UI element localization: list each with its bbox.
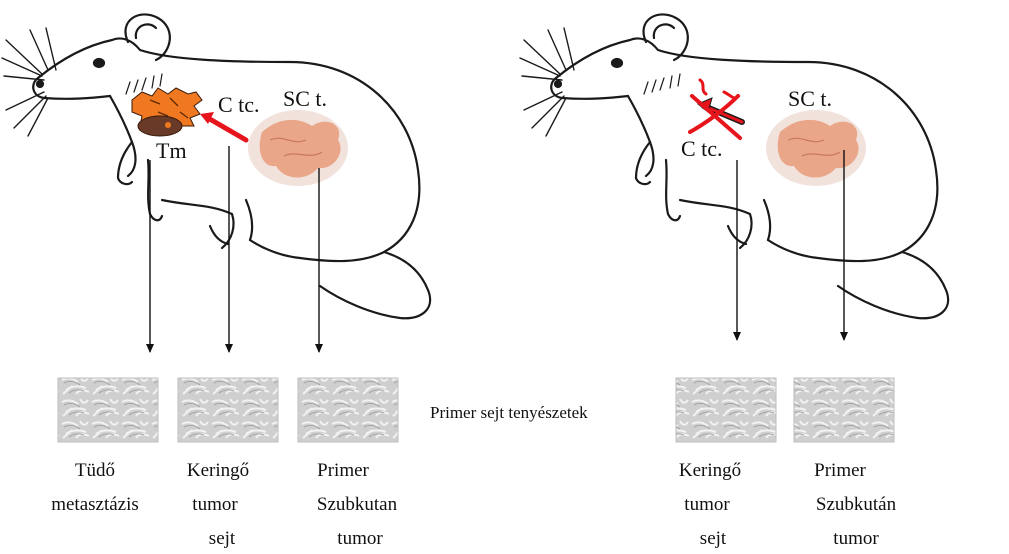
left-captions: Tüdő metasztázis Keringő tumor sejt Prim… — [51, 460, 397, 549]
caption-subcutaneous-right-line1: Primer — [814, 460, 866, 481]
left-label-metastasis: Tm — [156, 138, 187, 163]
caption-circulating-right-line3: sejt — [700, 528, 727, 549]
caption-circulating-left-line3: sejt — [209, 528, 236, 549]
right-label-subcutaneous: SC t. — [788, 86, 832, 111]
culture-image-metastasis — [58, 378, 158, 442]
right-mouse-outline — [556, 38, 937, 261]
caption-subcutaneous-left-line3: tumor — [337, 528, 383, 549]
culture-image-circulating-right — [676, 378, 776, 442]
culture-image-subcutaneous-right — [794, 378, 894, 442]
right-mouse — [520, 14, 948, 318]
right-mouse-eye — [612, 59, 622, 67]
left-mouse — [2, 14, 430, 318]
left-label-circulating: C tc. — [218, 92, 260, 117]
caption-circulating-left-line1: Keringő — [187, 460, 249, 481]
caption-metastasis-line1: Tüdő — [75, 460, 115, 481]
right-captions: Keringő tumor sejt Primer Szubkután tumo… — [679, 460, 897, 549]
culture-label: Primer sejt tenyészetek — [430, 403, 588, 422]
left-sc-tumor — [248, 110, 348, 186]
right-blocked-arrow — [690, 80, 742, 138]
caption-metastasis-line2: metasztázis — [51, 494, 139, 515]
caption-circulating-right-line1: Keringő — [679, 460, 741, 481]
right-sc-tumor — [766, 110, 866, 186]
caption-circulating-left-line2: tumor — [192, 494, 238, 515]
right-label-circulating: C tc. — [681, 136, 723, 161]
left-mouse-eye — [94, 59, 104, 67]
culture-image-circulating-left — [178, 378, 278, 442]
left-label-subcutaneous: SC t. — [283, 86, 327, 111]
caption-circulating-right-line2: tumor — [684, 494, 730, 515]
caption-subcutaneous-right-line3: tumor — [833, 528, 879, 549]
caption-subcutaneous-left-line1: Primer — [317, 460, 369, 481]
left-metastasis-cluster — [132, 88, 202, 136]
culture-image-subcutaneous-left — [298, 378, 398, 442]
caption-subcutaneous-left-line2: Szubkutan — [317, 494, 398, 515]
caption-subcutaneous-right-line2: Szubkután — [816, 494, 897, 515]
